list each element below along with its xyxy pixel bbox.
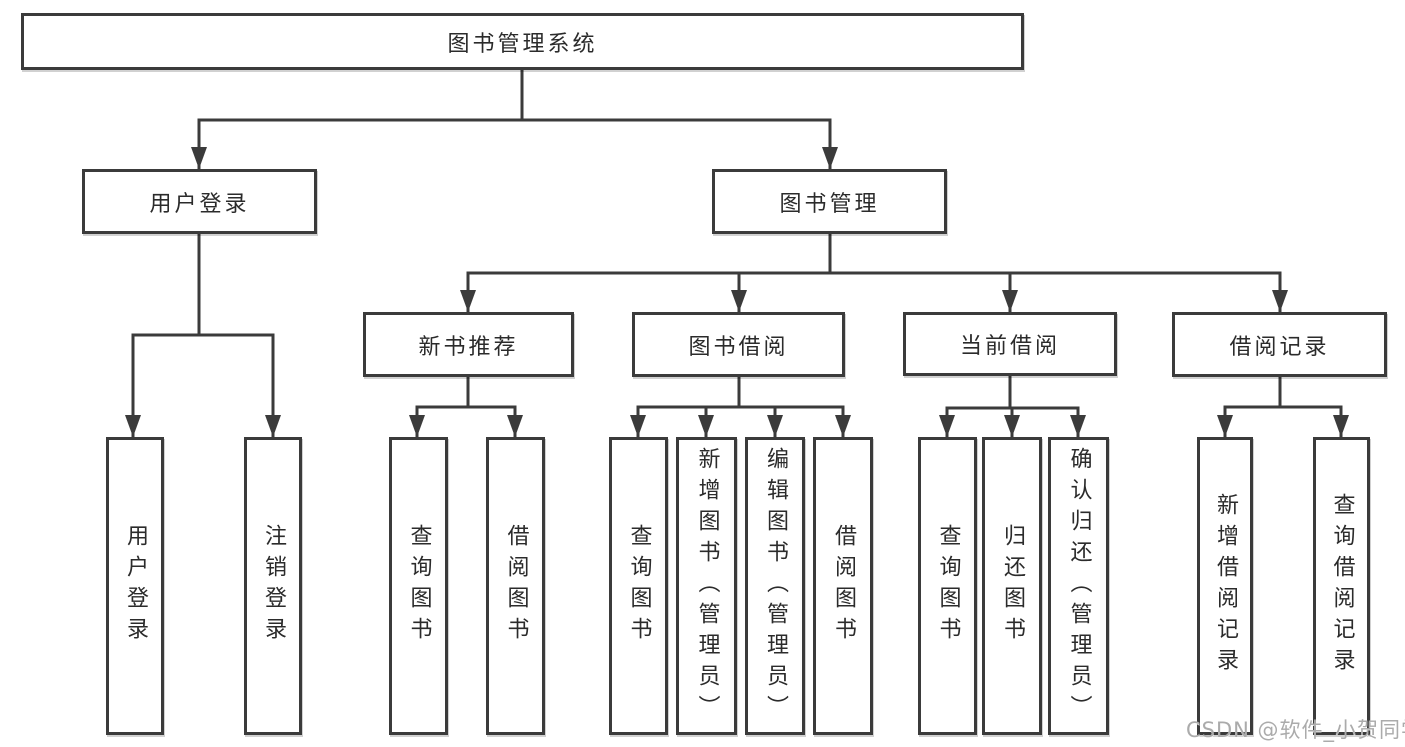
node-new-book-recommend: 新书推荐 (363, 312, 574, 377)
leaf-confirm-return-admin-label: 确认归还（管理员） (1066, 446, 1092, 726)
node-root-label: 图书管理系统 (447, 31, 598, 57)
leaf-user-login: 用户登录 (106, 437, 164, 735)
leaf-logout-label: 注销登录 (261, 524, 286, 648)
node-new-book-recommend-label: 新书推荐 (418, 334, 519, 360)
node-user-login-group-label: 用户登录 (149, 191, 250, 217)
leaf-newbook-borrow-books-label: 借阅图书 (503, 524, 529, 648)
leaf-borrow-query-books-label: 查询图书 (626, 524, 652, 648)
node-book-borrow-label: 图书借阅 (688, 334, 789, 360)
node-current-borrow: 当前借阅 (903, 312, 1117, 376)
leaf-add-borrow-record-label: 新增借阅记录 (1213, 493, 1238, 679)
leaf-newbook-query-books-label: 查询图书 (406, 524, 432, 648)
leaf-logout: 注销登录 (244, 437, 302, 735)
node-book-management-label: 图书管理 (779, 191, 880, 217)
node-user-login-group: 用户登录 (82, 169, 317, 234)
leaf-add-books-admin: 新增图书（管理员） (676, 437, 737, 735)
node-book-management: 图书管理 (712, 169, 947, 234)
leaf-edit-books-admin: 编辑图书（管理员） (745, 437, 805, 735)
leaf-add-books-admin-label: 新增图书（管理员） (694, 446, 720, 726)
leaf-query-borrow-record: 查询借阅记录 (1313, 437, 1370, 735)
leaf-edit-books-admin-label: 编辑图书（管理员） (763, 446, 788, 726)
leaf-newbook-query-books: 查询图书 (389, 437, 448, 735)
leaf-return-books-label: 归还图书 (1000, 524, 1025, 648)
leaf-query-borrow-record-label: 查询借阅记录 (1329, 493, 1355, 679)
node-book-borrow: 图书借阅 (632, 312, 845, 377)
leaf-add-borrow-record: 新增借阅记录 (1197, 437, 1253, 735)
leaf-confirm-return-admin: 确认归还（管理员） (1048, 437, 1109, 735)
leaf-newbook-borrow-books: 借阅图书 (486, 437, 545, 735)
csdn-watermark: CSDN @软件_小贺同学 (1186, 718, 1405, 742)
node-borrow-records-label: 借阅记录 (1229, 334, 1330, 360)
leaf-borrow-query-books: 查询图书 (609, 437, 668, 735)
leaf-current-query-books: 查询图书 (918, 437, 977, 735)
leaf-current-query-books-label: 查询图书 (935, 524, 961, 648)
leaf-borrow-borrow-books-label: 借阅图书 (831, 524, 856, 648)
node-current-borrow-label: 当前借阅 (959, 334, 1060, 359)
leaf-return-books: 归还图书 (982, 437, 1042, 735)
node-root: 图书管理系统 (21, 13, 1024, 70)
leaf-user-login-label: 用户登录 (123, 524, 148, 648)
node-borrow-records: 借阅记录 (1172, 312, 1387, 377)
leaf-borrow-borrow-books: 借阅图书 (813, 437, 873, 735)
